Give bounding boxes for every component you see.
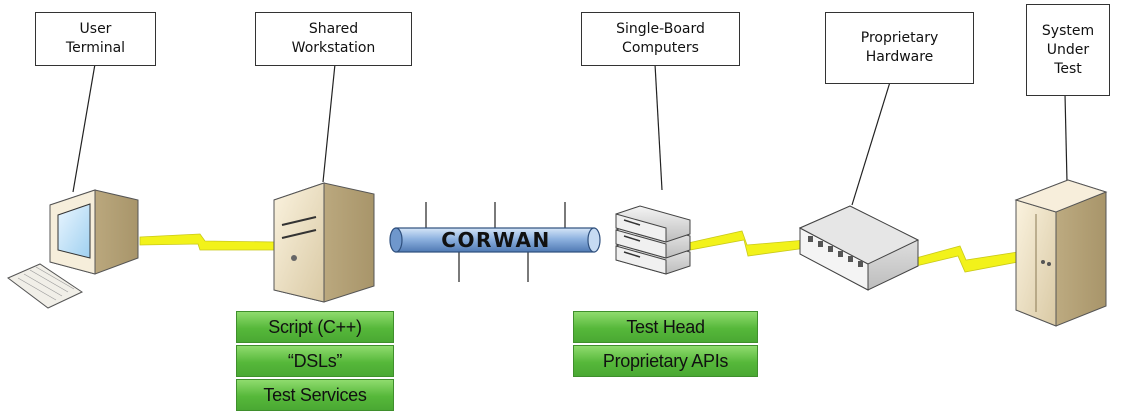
stack-item-test-services: Test Services	[236, 379, 394, 411]
workstation-icon	[273, 182, 375, 303]
callout-single-board-computers: Single-Board Computers	[581, 12, 740, 66]
proprietary-hardware-icon	[798, 205, 920, 291]
callout-shared-workstation-text: Shared Workstation	[291, 21, 376, 56]
callout-single-board-computers-text: Single-Board Computers	[616, 21, 705, 56]
callout-shared-workstation: Shared Workstation	[255, 12, 412, 66]
link-hardware-sut	[915, 245, 1019, 273]
stack-item-test-head: Test Head	[573, 311, 758, 343]
network-label: CORWAN	[441, 228, 551, 252]
user-terminal-icon	[7, 189, 139, 309]
callout-proprietary-hardware: Proprietary Hardware	[825, 12, 974, 84]
link-terminal-workstation	[139, 233, 276, 251]
stack-item-dsls: “DSLs”	[236, 345, 394, 377]
sbc-software-stack: Test Head Proprietary APIs	[573, 311, 758, 379]
callout-leaders	[72, 63, 1068, 206]
single-board-computers-icon	[615, 205, 691, 275]
callout-user-terminal: User Terminal	[35, 12, 156, 66]
stack-item-script: Script (C++)	[236, 311, 394, 343]
network-pipe	[389, 202, 601, 282]
callout-proprietary-hardware-text: Proprietary Hardware	[860, 30, 939, 65]
link-sbc-hardware	[687, 230, 807, 257]
callout-user-terminal-text: User Terminal	[65, 21, 126, 56]
callout-system-under-test: System Under Test	[1026, 4, 1110, 96]
callout-system-under-test-text: System Under Test	[1041, 22, 1095, 77]
workstation-software-stack: Script (C++) “DSLs” Test Services	[236, 311, 394, 413]
wireless-links	[139, 230, 1019, 273]
stack-item-proprietary-apis: Proprietary APIs	[573, 345, 758, 377]
system-under-test-icon	[1014, 179, 1108, 327]
